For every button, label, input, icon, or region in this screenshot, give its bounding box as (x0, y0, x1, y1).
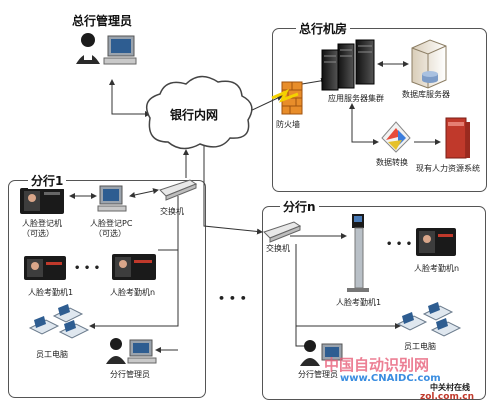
branch1-dots: • • • (74, 263, 101, 274)
datacenter-title: 总行机房 (296, 20, 351, 37)
data-convert-label: 数据转换 (376, 158, 408, 167)
branchn-switch-icon (263, 221, 302, 243)
branch1-attendance1-label: 人脸考勤机1 (28, 288, 74, 297)
hr-system-icon (445, 117, 470, 159)
branchn-staff-pc-icon (396, 302, 462, 337)
branch1-title: 分行1 (28, 172, 67, 189)
hr-system-label: 现有人力资源系统 (416, 164, 480, 173)
branch1-attendance-n-label: 人脸考勤机n (110, 288, 156, 297)
branch1-attendance1-icon (24, 256, 66, 280)
datacenter-box (272, 28, 487, 192)
branchn-manager-label: 分行管理员 (298, 370, 338, 379)
hq-manager-label: 总行管理员 (72, 14, 133, 28)
branch1-switch-label: 交换机 (160, 207, 184, 216)
watermark-logo-url: zol.com.cn (420, 392, 474, 402)
branchn-attendance-n-label: 人脸考勤机n (414, 264, 460, 273)
app-server-cluster-icon (321, 39, 375, 91)
app-cluster-label: 应用服务器集群 (328, 94, 384, 103)
network-cloud-icon (145, 75, 253, 150)
branchn-attendance1-label: 人脸考勤机1 (336, 298, 382, 307)
firewall-label: 防火墙 (276, 120, 300, 129)
branch1-box (8, 180, 206, 398)
branch1-register-pc-opt: （可选） (94, 229, 126, 238)
branch1-manager-icon (106, 338, 157, 364)
db-server-label: 数据库服务器 (402, 90, 450, 99)
branch1-attendance-n-icon (112, 254, 156, 280)
branch1-face-register-icon (20, 188, 64, 214)
branchn-attendance-n-icon (416, 228, 456, 256)
branch1-register-pc-label: 人脸登记PC (90, 219, 133, 228)
firewall-icon (271, 81, 303, 115)
branch1-staff-pc-icon (28, 304, 90, 339)
branch1-face-register-opt: （可选） (22, 229, 54, 238)
hq-manager-icon (76, 33, 137, 65)
branch1-face-register-label: 人脸登记机 (22, 219, 62, 228)
watermark-cn: 中国自动识别网 (324, 356, 430, 374)
branch1-staff-pc-label: 员工电脑 (36, 350, 68, 359)
branchn-dots: • • • (386, 239, 413, 250)
branch1-register-pc-icon (97, 185, 127, 212)
branchn-switch-label: 交换机 (266, 244, 290, 253)
connection-lines (69, 61, 441, 353)
between-branches-dots: • • • (218, 292, 247, 305)
branchn-title: 分行n (280, 198, 319, 215)
branch1-switch-icon (159, 179, 198, 201)
branchn-attendance1-icon (347, 214, 369, 292)
branch1-manager-label: 分行管理员 (110, 370, 150, 379)
watermark-url: www.CNAIDC.com (340, 373, 441, 384)
data-convert-icon (381, 121, 411, 153)
branchn-manager-icon (300, 340, 343, 366)
database-server-icon (411, 39, 447, 89)
network-label: 银行内网 (170, 108, 219, 122)
branchn-staff-pc-label: 员工电脑 (404, 342, 436, 351)
watermark-logo: 中关村在线 (430, 383, 470, 392)
